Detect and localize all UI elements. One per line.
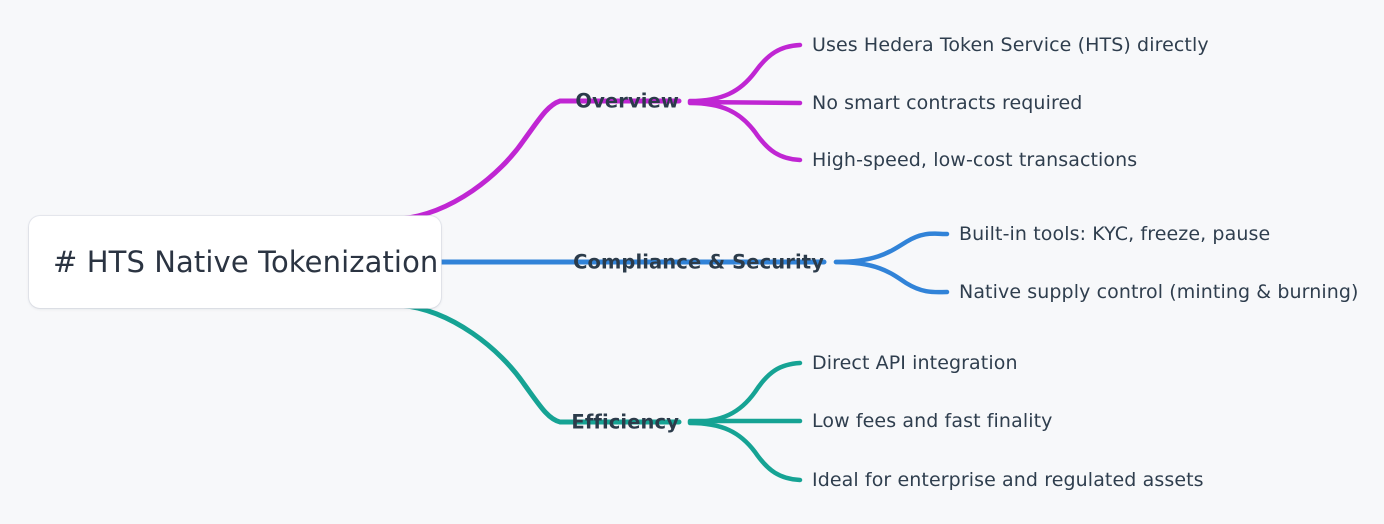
edge-compliance-to-leaf-2 — [833, 259, 950, 295]
edge-overview-to-leaf-3 — [687, 100, 803, 163]
branch-label-efficiency[interactable]: Efficiency — [571, 410, 679, 434]
edge-root-to-overview — [397, 98, 682, 222]
edge-overview-to-leaf-1 — [687, 42, 803, 104]
leaf-label-overview-1[interactable]: Uses Hedera Token Service (HTS) directly — [812, 34, 1209, 56]
leaf-label-overview-2[interactable]: No smart contracts required — [812, 92, 1083, 114]
edge-efficiency-to-leaf-3 — [687, 420, 803, 483]
branch-label-compliance-security[interactable]: Compliance & Security — [573, 250, 824, 274]
leaf-label-efficiency-3[interactable]: Ideal for enterprise and regulated asset… — [812, 469, 1204, 491]
root-node-label: # HTS Native Tokenization — [53, 245, 439, 279]
leaf-label-efficiency-1[interactable]: Direct API integration — [812, 352, 1018, 374]
leaf-label-overview-3[interactable]: High-speed, low-cost transactions — [812, 149, 1138, 171]
edge-compliance-to-leaf-1 — [833, 231, 950, 265]
branch-label-overview[interactable]: Overview — [575, 89, 679, 113]
leaf-label-compliance-2[interactable]: Native supply control (minting & burning… — [959, 281, 1359, 303]
leaf-label-efficiency-2[interactable]: Low fees and fast finality — [812, 410, 1053, 432]
root-node[interactable]: # HTS Native Tokenization — [29, 216, 441, 308]
leaf-label-compliance-1[interactable]: Built-in tools: KYC, freeze, pause — [959, 223, 1271, 245]
edge-root-to-efficiency — [397, 302, 682, 425]
